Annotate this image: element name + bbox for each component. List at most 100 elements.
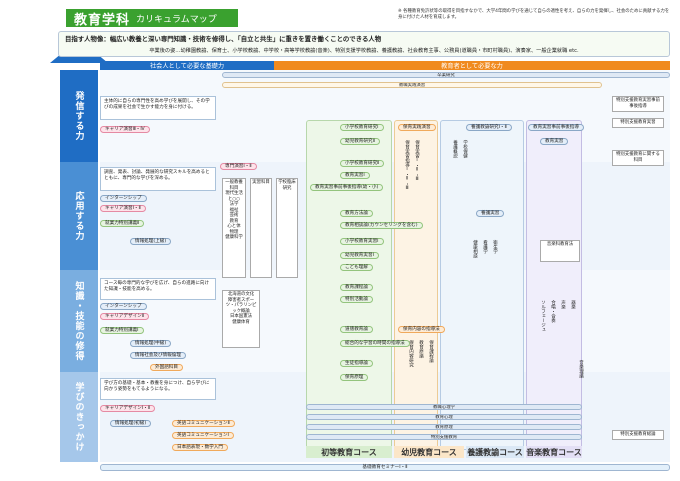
course-item: 音楽科教育法 [540,240,580,262]
course-item: 声楽 [560,300,566,309]
pill-employ-1: 就業力特別講義Ⅰ [100,327,144,334]
bar-shared: 教育心理 [306,414,582,420]
general-item: 福祉 [229,207,239,213]
course-item: 養護概説 [452,140,458,158]
basis-seminar-bar: 基礎教育セミナーⅠ・Ⅱ [100,464,670,471]
pe-item: 健康体育 [232,319,250,325]
course-item: 教育方法論 [340,210,373,217]
course-item: 保育課程論 [428,340,434,363]
course-label-elementary: 初等教育コース [306,446,392,458]
side-item: 特別支援教育実習事前事後指導 [612,96,664,112]
course-item: 保育原理 [340,374,369,381]
page-subtitle: カリキュラムマップ [136,14,217,25]
course-item: 養護教諭研究Ⅰ・Ⅱ [466,124,512,131]
bar-shared: 教育原理 [306,424,582,430]
pill-career-1-2: キャリア演習Ⅰ・Ⅱ [100,205,146,212]
pe-item: 北海道の文化 [227,292,255,297]
pill-career-design-2: キャリアデザインⅡ [100,313,150,320]
pill-english-2: 英語コミュニケーションⅡ [172,420,235,427]
general-edu-box: 一般教養科目 現代生活と○○ 法学 福祉 芸術 教育 心と体 物理 健康科学 [222,178,246,278]
column-music [526,120,582,450]
general-item: 法学 [229,202,239,207]
course-item: 小学校教育実習Ⅰ [340,238,384,245]
course-item: 保育内容研究 [408,340,414,367]
general-item: 物理 [229,229,239,235]
pill-internship-2: インターンシップ [100,195,147,202]
bar-shared: 教職心理学 [306,404,582,410]
course-item: 幼児教育実習Ⅰ [340,252,379,259]
axis-1: 発信する力 [60,70,98,162]
axis-3: 知識・技能の修得 [60,270,98,372]
pill-info-basic: 情報処理(初級) [110,420,152,427]
course-item: 学校保健 [462,140,468,158]
course-label-music: 音楽教育コース [526,446,582,458]
course-item: 健康相談 [472,240,478,258]
pill-japanese-math: 日本語表現・数学入門 [172,444,228,451]
course-item: 幼児教育研究Ⅱ [340,138,380,145]
course-label-nursing: 養護教諭コース [466,446,524,458]
course-item: 小学校教育研究Ⅰ [340,124,384,131]
careers-text: 卒業後の姿…幼稚園教諭、保育士、小学校教諭、中学校・高等学校教諭(音楽)、特別支… [149,48,579,54]
side-item: 特別支援教育総論 [612,430,664,440]
course-item: 養護実習 [476,210,505,217]
course-item: 教育実習Ⅰ [340,172,370,179]
course-item: 教育相談論(カウンセリングを含む) [340,222,423,229]
axis-4: 学びのきっかけ [60,372,98,462]
pill-info-adv: 情報処理(上級) [130,238,172,245]
course-item: 保育実践演習 [398,124,436,131]
page-title: 教育学科 [74,12,131,28]
section-4-desc: 学び方の基礎・基本・教養を身につけ、自ら学びに向かう姿勢をもてるようになる。 [100,378,216,400]
bar-shared: 特別支援教育 [306,434,582,440]
purpose-text: 目指す人物像：幅広い教養と深い専門知識・技術を修得し、「自立と共生」に重きを置き… [65,35,382,43]
course-item: 総合的な学習の時間の指導法 [340,340,410,347]
pill-seminar: 専門演習Ⅰ・Ⅱ [220,163,257,170]
section-1-desc: 主体的に自らの専門性を高め学びを展開し、その学びの成果を社会で生かす能力を身に付… [100,96,216,120]
general-item: 心と体 [227,224,241,229]
side-item: 特別支援教育に関する科目 [612,150,664,166]
course-item: 教育実習事前事後指導(幼・小) [310,184,384,191]
purpose-box: 目指す人物像：幅広い教養と深い専門知識・技術を修得し、「自立と共生」に重きを置き… [58,31,670,57]
general-item: 教育 [229,218,239,224]
course-item: 保育内容の指導法 [398,326,445,333]
course-item: 教育課程論 [340,284,373,291]
study-box: 学校臨床研究 [276,178,298,278]
practice-box: 実習科目 [250,178,272,278]
section-2-desc: 調査、発表、討論、発展的な研究スキルを高めるとともに、専門的な学びを深める。 [100,167,216,191]
column-nursing [440,120,524,450]
axis-2: 応用する力 [60,162,98,270]
pe-item: 日本国憲法 [230,314,252,319]
course-item: 器楽 [570,300,576,309]
general-item: 芸術 [229,213,239,218]
practice-header: 実習科目 [252,180,270,185]
course-item: こども理解 [340,264,373,271]
pill-internship-3: インターンシップ [100,303,147,310]
pill-english-1: 英語コミュニケーションⅠ [172,432,234,439]
course-label-early: 幼児教育コース [394,446,464,458]
course-item: 小学校教育研究Ⅱ [340,160,385,167]
pill-info-ethics: 情報社会及び情報倫理 [130,352,186,359]
course-item: 音楽理論 [578,360,584,378]
pill-info-mid: 情報処理(中級) [130,340,172,347]
pill-employ-2: 就業力特別講義Ⅱ [100,220,145,227]
title-bar: 教育学科 カリキュラムマップ [66,9,238,28]
general-item: 現代生活と○○ [225,191,243,202]
course-item: 生徒指導論 [340,360,373,367]
course-item: ソルフェージュ [540,300,546,332]
general-edu-header: 一般教養科目 [225,180,243,191]
course-item: 教育実習事前事後指導 [528,124,584,131]
bar-graduation-research: 卒業研究 [222,72,670,78]
side-item: 特別支援教育実習 [612,118,664,128]
pill-career-3-4: キャリア演習Ⅲ・Ⅳ [100,126,150,133]
general-item: 健康科学 [225,235,243,240]
section-3-desc: コース毎の専門的な学びを広げ、自らの進路に向けた知識・技能を高める。 [100,278,216,300]
course-item: 衛生学 [492,240,498,254]
study-header: 学校臨床研究 [278,180,296,191]
course-item: 特別活動論 [340,296,373,303]
pe-item: 障害者スポーツ・パラリンピック概論 [225,297,257,314]
pill-foreign-lang: 外国語科目 [150,364,183,371]
pill-career-design-1: キャリアデザインⅠ・Ⅱ [100,405,155,412]
course-item: 合唱・合奏 [550,300,556,323]
course-item: 教育実習 [540,138,569,145]
course-item: 教育原論 [418,340,424,358]
course-item: 道徳教育論 [340,326,373,333]
